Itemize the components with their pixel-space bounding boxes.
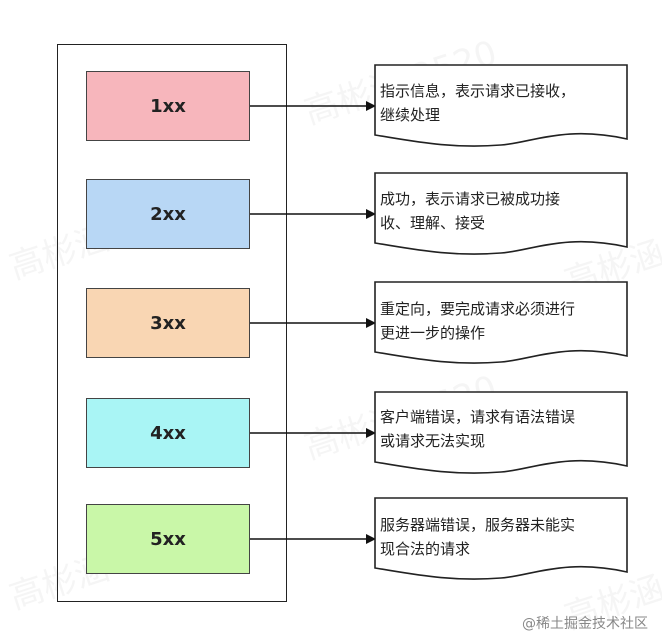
note-3xx: 重定向，要完成请求必须进行 更进一步的操作 — [380, 297, 625, 345]
status-label-2xx: 2xx — [150, 203, 186, 225]
note-5xx-line1: 服务器端错误，服务器未能实 — [380, 516, 576, 534]
note-4xx: 客户端错误，请求有语法错误 或请求无法实现 — [380, 405, 625, 453]
status-label-3xx: 3xx — [150, 312, 186, 334]
note-3xx-line1: 重定向，要完成请求必须进行 — [380, 300, 576, 318]
note-3xx-line2: 更进一步的操作 — [380, 324, 486, 342]
status-box-3xx: 3xx — [86, 288, 250, 358]
status-label-4xx: 4xx — [150, 422, 186, 444]
status-label-5xx: 5xx — [150, 528, 186, 550]
status-box-1xx: 1xx — [86, 71, 250, 141]
status-box-2xx: 2xx — [86, 179, 250, 249]
note-1xx: 指示信息，表示请求已接收， 继续处理 — [380, 79, 625, 127]
note-5xx-line2: 现合法的请求 — [380, 540, 471, 558]
status-box-4xx: 4xx — [86, 398, 250, 468]
note-shape-4xx — [374, 391, 628, 474]
note-shape-1xx — [374, 64, 628, 147]
note-shape-2xx — [374, 172, 628, 255]
note-4xx-line2: 或请求无法实现 — [380, 432, 486, 450]
note-1xx-line2: 继续处理 — [380, 106, 441, 124]
footer-brand: @稀土掘金技术社区 — [522, 616, 648, 632]
note-shape-5xx — [374, 497, 628, 580]
status-box-5xx: 5xx — [86, 504, 250, 574]
note-2xx-line1: 成功，表示请求已被成功接 — [380, 190, 561, 208]
note-shape-3xx — [374, 281, 628, 364]
note-1xx-line1: 指示信息，表示请求已接收， — [380, 82, 576, 100]
note-4xx-line1: 客户端错误，请求有语法错误 — [380, 408, 576, 426]
note-2xx: 成功，表示请求已被成功接 收、理解、接受 — [380, 187, 625, 235]
note-5xx: 服务器端错误，服务器未能实 现合法的请求 — [380, 513, 625, 561]
status-label-1xx: 1xx — [150, 95, 186, 117]
note-2xx-line2: 收、理解、接受 — [380, 214, 486, 232]
